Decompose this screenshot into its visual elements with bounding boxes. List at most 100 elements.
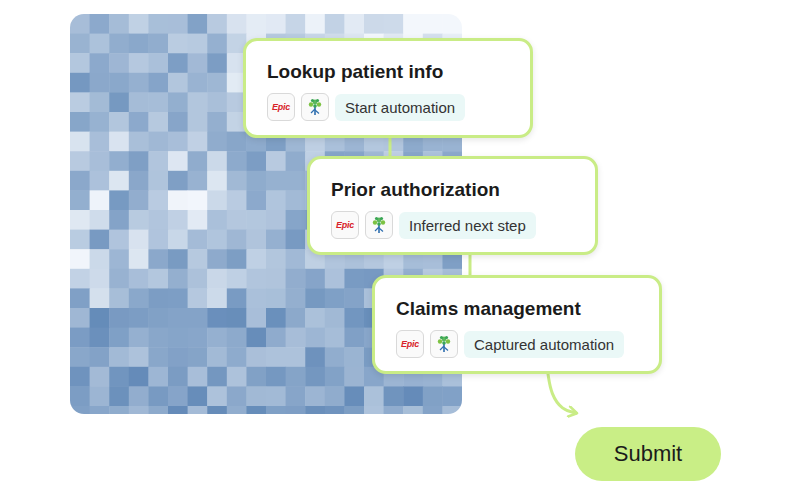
photo-pixel [442, 406, 462, 414]
photo-pixel [188, 328, 208, 348]
photo-pixel [423, 406, 443, 414]
photo-pixel [384, 406, 404, 414]
photo-pixel [90, 367, 110, 387]
photo-pixel [227, 308, 247, 328]
photo-pixel [129, 347, 149, 367]
photo-pixel [207, 308, 227, 328]
photo-pixel [109, 34, 129, 54]
logo-text: Epic [401, 339, 419, 349]
photo-pixel [188, 190, 208, 210]
photo-pixel [70, 230, 90, 250]
tree-symbol [305, 97, 325, 117]
photo-pixel [109, 151, 129, 171]
photo-pixel [148, 34, 168, 54]
photo-pixel [70, 132, 90, 152]
photo-pixel [90, 151, 110, 171]
photo-pixel [109, 112, 129, 132]
photo-pixel [109, 73, 129, 93]
photo-pixel [148, 269, 168, 289]
photo-pixel [286, 347, 306, 367]
photo-pixel [305, 386, 325, 406]
photo-pixel [325, 14, 345, 34]
photo-pixel [109, 14, 129, 34]
photo-pixel [246, 14, 266, 34]
photo-pixel [246, 151, 266, 171]
photo-pixel [70, 112, 90, 132]
photo-pixel [148, 14, 168, 34]
submit-button: Submit [575, 427, 721, 481]
photo-pixel [344, 386, 364, 406]
photo-pixel [70, 386, 90, 406]
photo-pixel [188, 367, 208, 387]
photo-pixel [188, 132, 208, 152]
photo-pixel [286, 406, 306, 414]
photo-pixel [207, 210, 227, 230]
photo-pixel [266, 230, 286, 250]
status-pill: Captured automation [464, 331, 624, 358]
photo-pixel [325, 367, 345, 387]
photo-pixel [90, 53, 110, 73]
photo-pixel [246, 230, 266, 250]
photo-pixel [109, 210, 129, 230]
photo-pixel [168, 386, 188, 406]
photo-pixel [423, 14, 443, 34]
photo-pixel [286, 308, 306, 328]
photo-pixel [344, 14, 364, 34]
photo-pixel [246, 190, 266, 210]
photo-pixel [90, 249, 110, 269]
photo-pixel [129, 14, 149, 34]
photo-pixel [188, 249, 208, 269]
photo-pixel [129, 328, 149, 348]
photo-pixel [207, 34, 227, 54]
photo-pixel [70, 151, 90, 171]
photo-pixel [246, 210, 266, 230]
epic-logo: Epic [331, 211, 359, 239]
photo-pixel [148, 288, 168, 308]
step-card: Prior authorizationEpicInferred next ste… [307, 156, 598, 255]
photo-pixel [70, 73, 90, 93]
photo-pixel [207, 347, 227, 367]
tree-logo [365, 211, 393, 239]
photo-pixel [364, 14, 384, 34]
photo-pixel [168, 230, 188, 250]
photo-pixel [207, 288, 227, 308]
photo-pixel [246, 269, 266, 289]
photo-pixel [305, 269, 325, 289]
photo-pixel [70, 308, 90, 328]
photo-pixel [207, 73, 227, 93]
photo-pixel [148, 308, 168, 328]
photo-pixel [70, 210, 90, 230]
photo-pixel [227, 190, 247, 210]
photo-pixel [188, 230, 208, 250]
photo-pixel [109, 132, 129, 152]
photo-pixel [188, 386, 208, 406]
photo-pixel [90, 328, 110, 348]
photo-pixel [305, 308, 325, 328]
photo-pixel [188, 347, 208, 367]
photo-pixel [305, 367, 325, 387]
photo-pixel [266, 190, 286, 210]
photo-pixel [188, 53, 208, 73]
photo-pixel [207, 92, 227, 112]
photo-pixel [148, 151, 168, 171]
photo-pixel [286, 14, 306, 34]
photo-pixel [227, 132, 247, 152]
photo-pixel [286, 190, 306, 210]
photo-pixel [305, 288, 325, 308]
photo-pixel [90, 210, 110, 230]
photo-pixel [90, 386, 110, 406]
photo-pixel [227, 269, 247, 289]
photo-pixel [168, 151, 188, 171]
photo-pixel [207, 112, 227, 132]
photo-pixel [266, 367, 286, 387]
photo-pixel [129, 34, 149, 54]
photo-pixel [305, 328, 325, 348]
photo-pixel [90, 132, 110, 152]
photo-pixel [266, 14, 286, 34]
photo-pixel [286, 288, 306, 308]
photo-pixel [227, 230, 247, 250]
logo-text: Epic [272, 102, 290, 112]
photo-pixel [227, 14, 247, 34]
flow-connector [389, 138, 392, 156]
photo-pixel [168, 112, 188, 132]
